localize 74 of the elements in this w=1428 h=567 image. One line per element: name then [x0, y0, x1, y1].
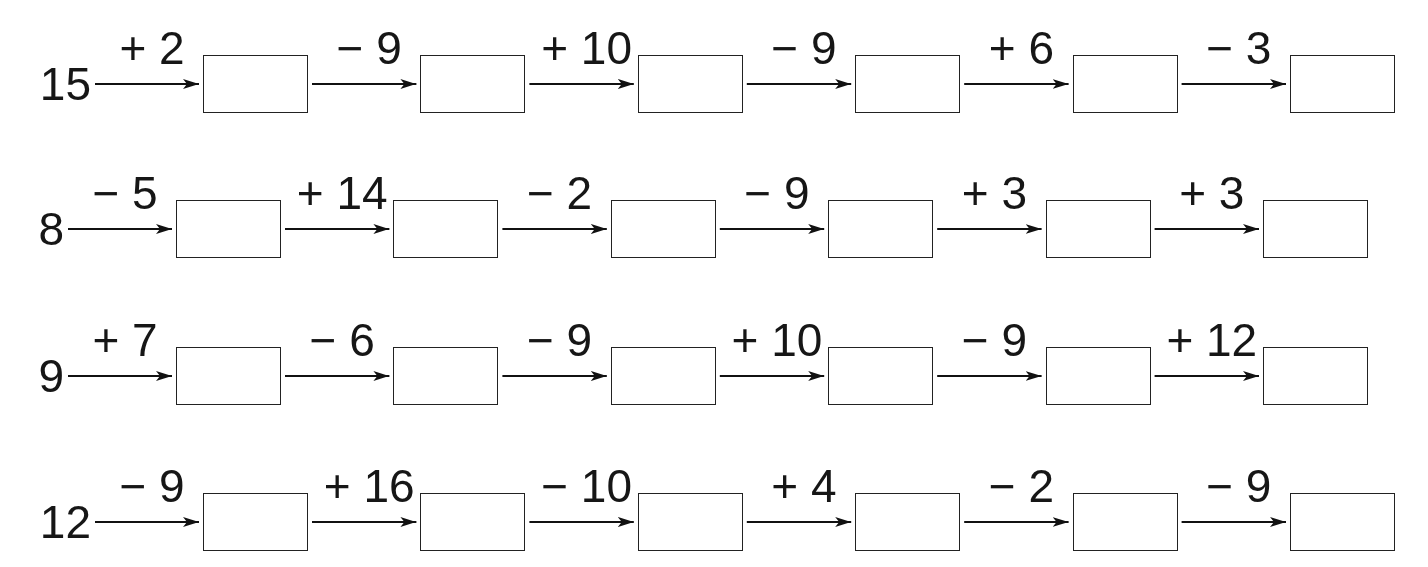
arrow [745, 517, 853, 527]
edge-label: + 16 [323, 463, 415, 509]
answer-box [1290, 55, 1395, 113]
answer-box [1263, 347, 1368, 405]
edge-label: + 3 [961, 170, 1027, 216]
edge-label: + 10 [731, 317, 823, 363]
answer-box [828, 347, 934, 405]
start-number: 12 [39, 499, 91, 545]
arrow [311, 517, 418, 527]
edge-label: − 9 [119, 463, 185, 509]
answer-box [420, 493, 526, 551]
edge-label: + 12 [1166, 317, 1258, 363]
answer-box [855, 493, 961, 551]
edge-label: + 14 [296, 170, 388, 216]
answer-box [1263, 200, 1368, 258]
arrow [501, 371, 608, 381]
answer-box [203, 55, 308, 113]
answer-box [855, 55, 961, 113]
edge-label: + 3 [1179, 170, 1245, 216]
arrow [67, 371, 173, 381]
edge-label: − 9 [527, 317, 593, 363]
answer-box [176, 347, 281, 405]
arrow [67, 224, 173, 234]
start-number: 9 [38, 353, 64, 399]
edge-label: − 9 [1206, 463, 1272, 509]
answer-box [393, 200, 499, 258]
edge-label: − 2 [988, 463, 1054, 509]
edge-label: − 3 [1206, 25, 1272, 71]
answer-box [637, 493, 743, 551]
edge-label: − 5 [92, 170, 158, 216]
edge-label: − 10 [541, 463, 632, 509]
arrow [963, 517, 1070, 527]
arrow [501, 224, 608, 234]
arrow [528, 517, 635, 527]
answer-box [1072, 493, 1178, 551]
edge-label: − 9 [336, 25, 402, 71]
answer-box [610, 200, 716, 258]
arrow [1180, 79, 1287, 89]
arrow [284, 371, 391, 381]
arrow [963, 79, 1070, 89]
arrow [718, 371, 826, 381]
answer-box [176, 200, 281, 258]
arrow [1180, 517, 1287, 527]
edge-label: − 9 [961, 317, 1027, 363]
arrow [745, 79, 853, 89]
arrow [284, 224, 391, 234]
arrow [936, 371, 1043, 381]
answer-box [637, 55, 743, 113]
edge-label: + 4 [771, 463, 837, 509]
edge-label: − 9 [744, 170, 810, 216]
arrow [936, 224, 1043, 234]
edge-label: + 10 [541, 25, 632, 71]
answer-box [610, 347, 716, 405]
edge-label: − 2 [527, 170, 593, 216]
start-number: 8 [38, 206, 64, 252]
arrow [94, 517, 200, 527]
edge-label: − 9 [771, 25, 837, 71]
arrow [528, 79, 635, 89]
answer-box [1045, 347, 1151, 405]
answer-box [203, 493, 308, 551]
arrow [1153, 371, 1260, 381]
start-number: 15 [39, 61, 91, 107]
answer-box [828, 200, 934, 258]
answer-box [393, 347, 499, 405]
edge-label: − 6 [309, 317, 375, 363]
arrow [1153, 224, 1260, 234]
edge-label: + 7 [92, 317, 158, 363]
arrow [311, 79, 418, 89]
answer-box [420, 55, 526, 113]
answer-box [1045, 200, 1151, 258]
answer-box [1072, 55, 1178, 113]
arrow [718, 224, 826, 234]
edge-label: + 6 [988, 25, 1054, 71]
answer-box [1290, 493, 1395, 551]
